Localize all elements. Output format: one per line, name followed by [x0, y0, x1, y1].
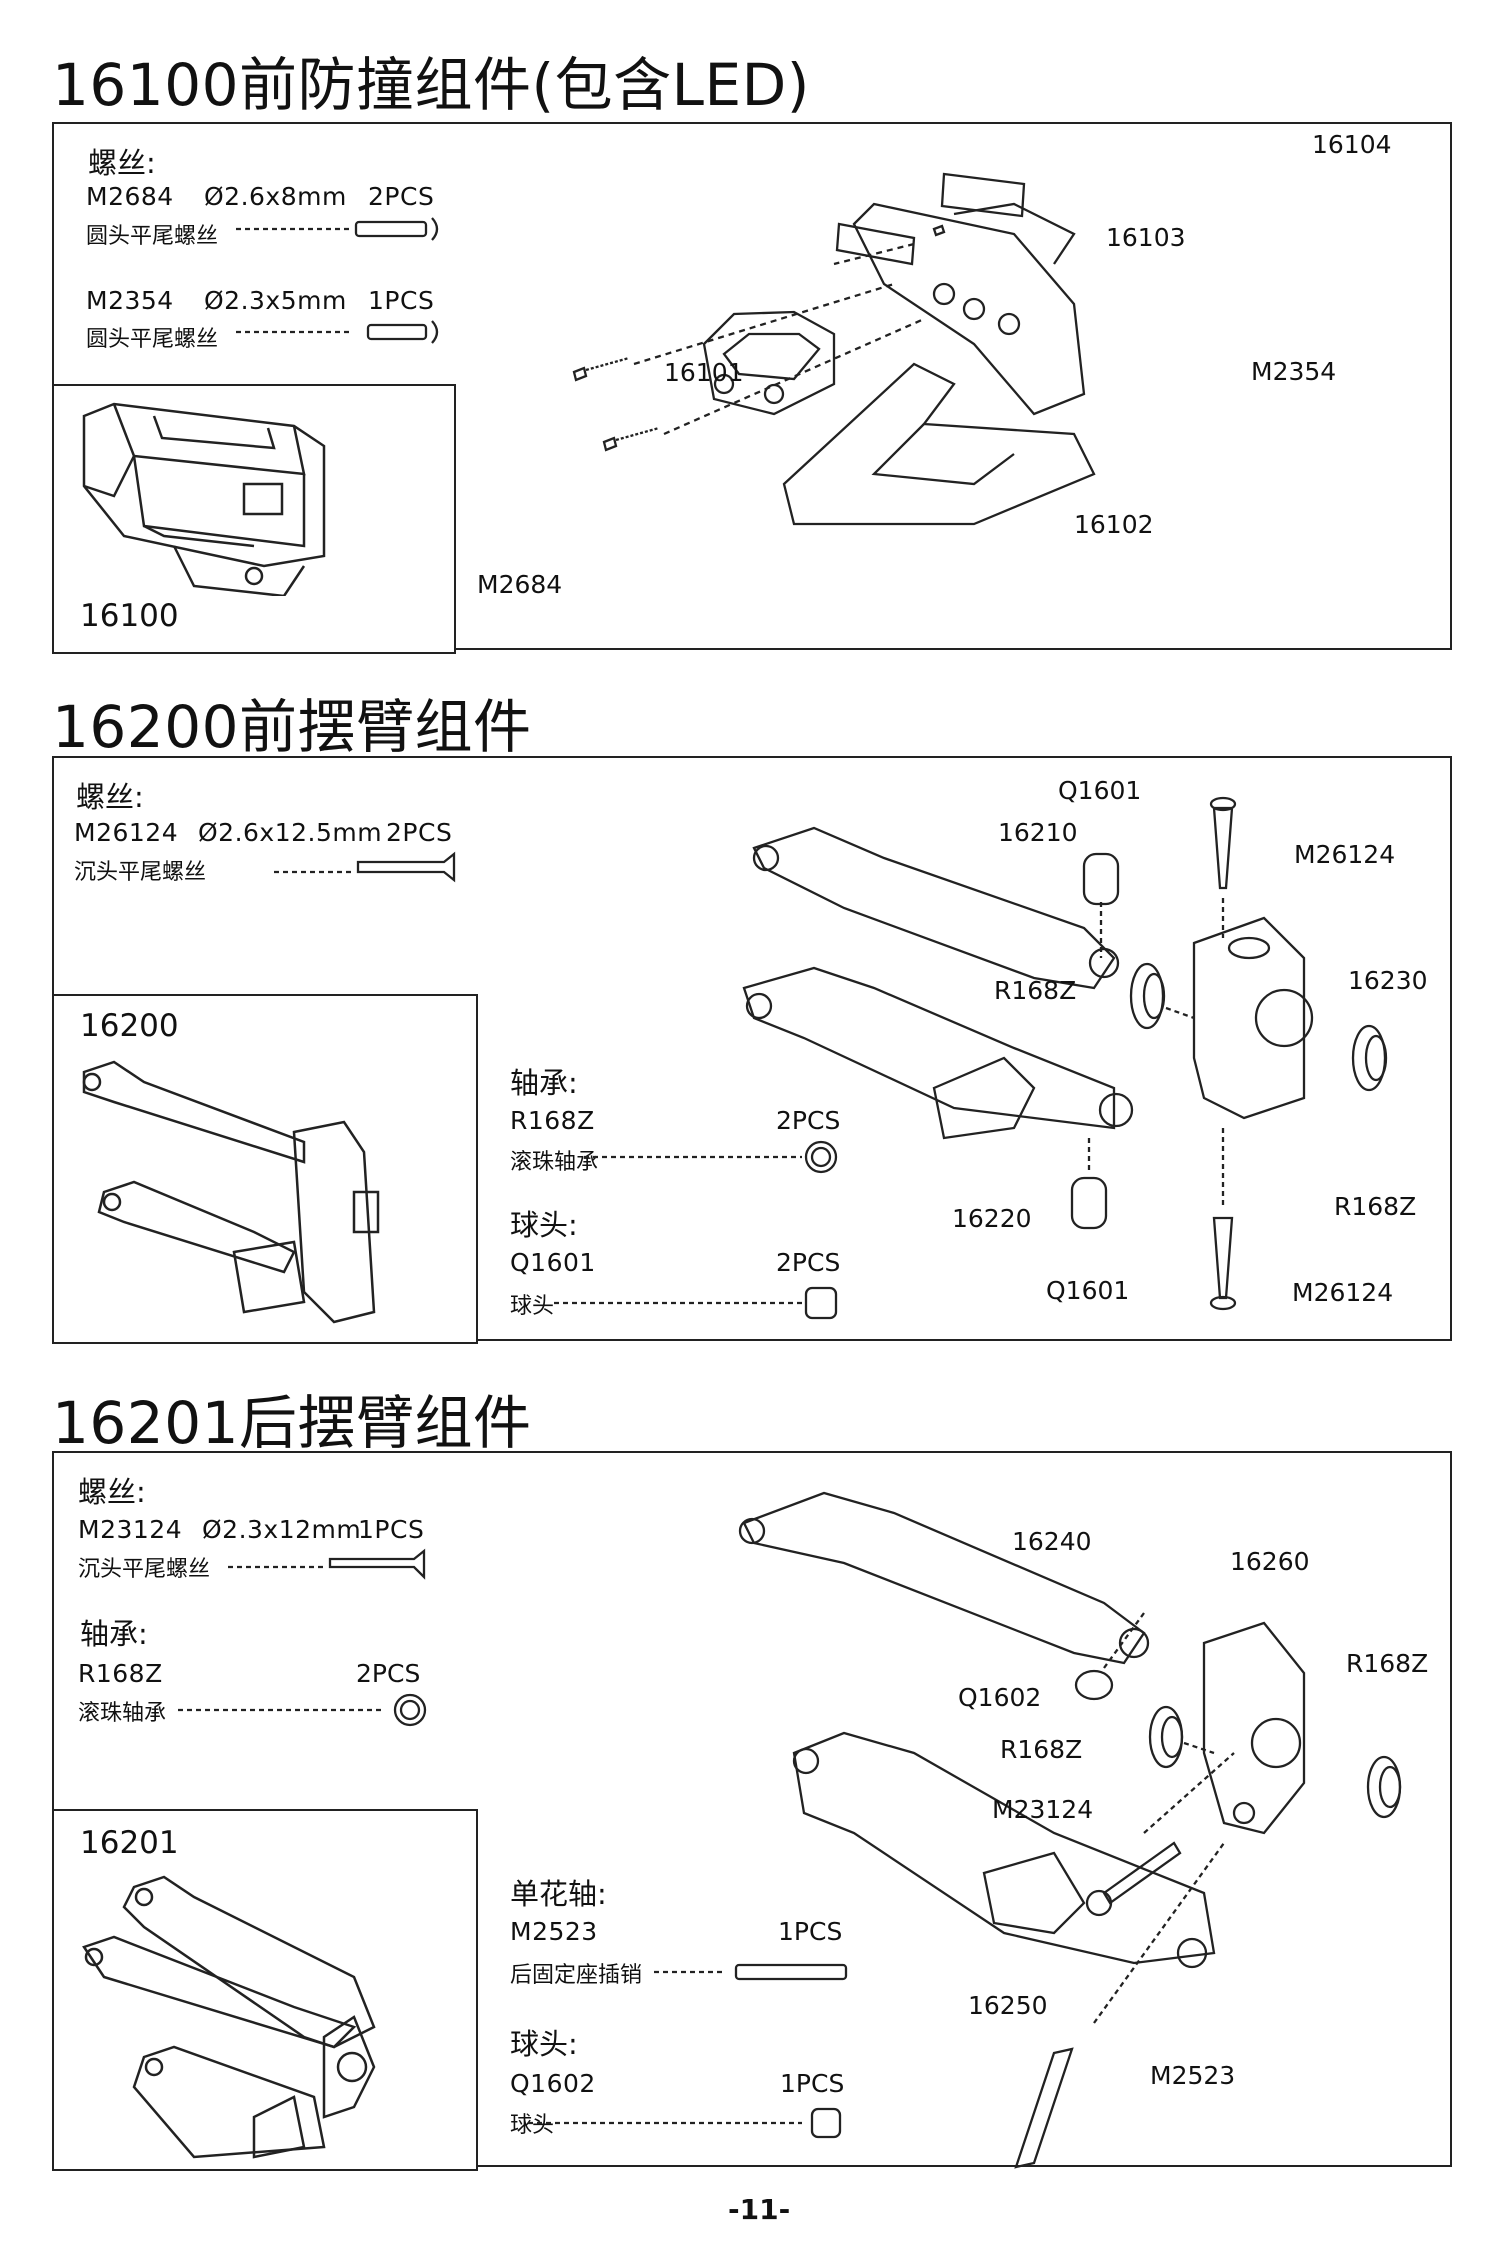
callout-16210: 16210 — [998, 818, 1078, 847]
part-desc: 后固定座插销 — [510, 1963, 643, 1988]
section-title-16200: 16200前摆臂组件 — [52, 693, 532, 761]
bumper-assembly-illustration — [82, 402, 326, 596]
screw-qty: 2PCS — [368, 182, 435, 211]
rear-arm-exploded-diagram — [178, 1491, 1402, 2169]
callout-m2523: M2523 — [1150, 2061, 1236, 2090]
callout-16250: 16250 — [968, 1991, 1048, 2020]
screw-qty: 1PCS — [358, 1515, 425, 1544]
bearing-heading: 轴承: — [80, 1617, 148, 1651]
rear-arm-assembly-illustration — [82, 1875, 376, 2159]
assembly-thumbnail: 16100 — [52, 384, 456, 654]
page-number: -11- — [728, 2193, 791, 2226]
callout-r168z-left: R168Z — [994, 976, 1077, 1005]
part-heading: 球头: — [510, 2027, 578, 2061]
section-title-16100: 16100前防撞组件(包含LED) — [52, 51, 810, 119]
callout-q1601-top: Q1601 — [1058, 776, 1142, 805]
callout-m26124-top: M26124 — [1294, 840, 1396, 869]
assembly-thumbnail: 16200 — [52, 994, 478, 1344]
assembly-thumbnail: 16201 — [52, 1809, 478, 2171]
bearing-desc: 滚珠轴承 — [78, 1701, 167, 1726]
screws-heading: 螺丝: — [76, 780, 144, 814]
part-code: R168Z — [510, 1106, 595, 1135]
bearing-qty: 2PCS — [356, 1659, 421, 1688]
callout-m2354: M2354 — [1251, 357, 1337, 386]
screw-m2684-icon — [572, 356, 630, 382]
assembly-id: 16201 — [80, 1825, 179, 1861]
bearing-code: R168Z — [78, 1659, 163, 1688]
part-qty: 1PCS — [778, 1917, 843, 1946]
part-code: M2523 — [510, 1917, 598, 1946]
part-qty: 2PCS — [776, 1106, 841, 1135]
section-box-16200: 螺丝: M26124 Ø2.6x12.5mm 2PCS 沉头平尾螺丝 16200… — [52, 756, 1452, 1344]
screw-size: Ø2.6x8mm — [204, 182, 347, 211]
section-title-16201: 16201后摆臂组件 — [52, 1389, 532, 1457]
callout-r168z-right: R168Z — [1334, 1192, 1417, 1221]
part-desc: 滚珠轴承 — [510, 1150, 599, 1175]
callout-16103: 16103 — [1106, 223, 1186, 252]
screws-heading: 螺丝: — [88, 146, 156, 180]
callout-16230: 16230 — [1348, 966, 1428, 995]
screw-size: Ø2.3x12mm — [202, 1515, 362, 1544]
screw-code: M26124 — [74, 818, 179, 847]
part-code: Q1601 — [510, 1248, 596, 1277]
screw-desc: 圆头平尾螺丝 — [86, 224, 219, 249]
callout-16240: 16240 — [1012, 1527, 1092, 1556]
section-box-16201: 螺丝: M23124 Ø2.3x12mm 1PCS 沉头平尾螺丝 轴承: R16… — [52, 1451, 1452, 2171]
front-arm-exploded-diagram — [274, 796, 1388, 1320]
callout-q1601-bottom: Q1601 — [1046, 1276, 1130, 1305]
screw-code: M2354 — [86, 286, 174, 315]
callout-m2684: M2684 — [477, 570, 563, 599]
callout-q1602: Q1602 — [958, 1683, 1042, 1712]
screw-desc: 圆头平尾螺丝 — [86, 327, 219, 352]
callout-16101: 16101 — [664, 358, 744, 387]
callout-r168z-right: R168Z — [1346, 1649, 1429, 1678]
section-box-16100: 螺丝: M2684 Ø2.6x8mm 2PCS 圆头平尾螺丝 M2354 Ø2.… — [52, 122, 1452, 654]
part-code: Q1602 — [510, 2069, 596, 2098]
callout-16260: 16260 — [1230, 1547, 1310, 1576]
assembly-id: 16200 — [80, 1008, 179, 1044]
screw-m2684-icon — [602, 426, 660, 452]
callout-m23124: M23124 — [992, 1795, 1094, 1824]
screw-desc: 沉头平尾螺丝 — [74, 860, 207, 885]
screw-code: M23124 — [78, 1515, 183, 1544]
bumper-exploded-diagram — [572, 172, 1096, 526]
screw-size: Ø2.6x12.5mm — [198, 818, 383, 847]
screw-qty: 2PCS — [386, 818, 453, 847]
part-heading: 轴承: — [510, 1066, 578, 1100]
screw-code: M2684 — [86, 182, 174, 211]
screw-size: Ø2.3x5mm — [204, 286, 347, 315]
screw-desc: 沉头平尾螺丝 — [78, 1557, 211, 1582]
assembly-id: 16100 — [80, 598, 179, 634]
part-qty: 1PCS — [780, 2069, 845, 2098]
part-heading: 单花轴: — [510, 1877, 607, 1911]
part-desc: 球头 — [510, 2113, 555, 2138]
callout-m26124-bottom: M26124 — [1292, 1278, 1394, 1307]
part-desc: 球头 — [510, 1294, 555, 1319]
part-heading: 球头: — [510, 1208, 578, 1242]
callout-16104: 16104 — [1312, 130, 1392, 159]
callout-r168z-left: R168Z — [1000, 1735, 1083, 1764]
screws-heading: 螺丝: — [78, 1475, 146, 1509]
callout-16102: 16102 — [1074, 510, 1154, 539]
callout-16220: 16220 — [952, 1204, 1032, 1233]
part-qty: 2PCS — [776, 1248, 841, 1277]
screw-qty: 1PCS — [368, 286, 435, 315]
front-arm-assembly-illustration — [82, 1060, 380, 1324]
